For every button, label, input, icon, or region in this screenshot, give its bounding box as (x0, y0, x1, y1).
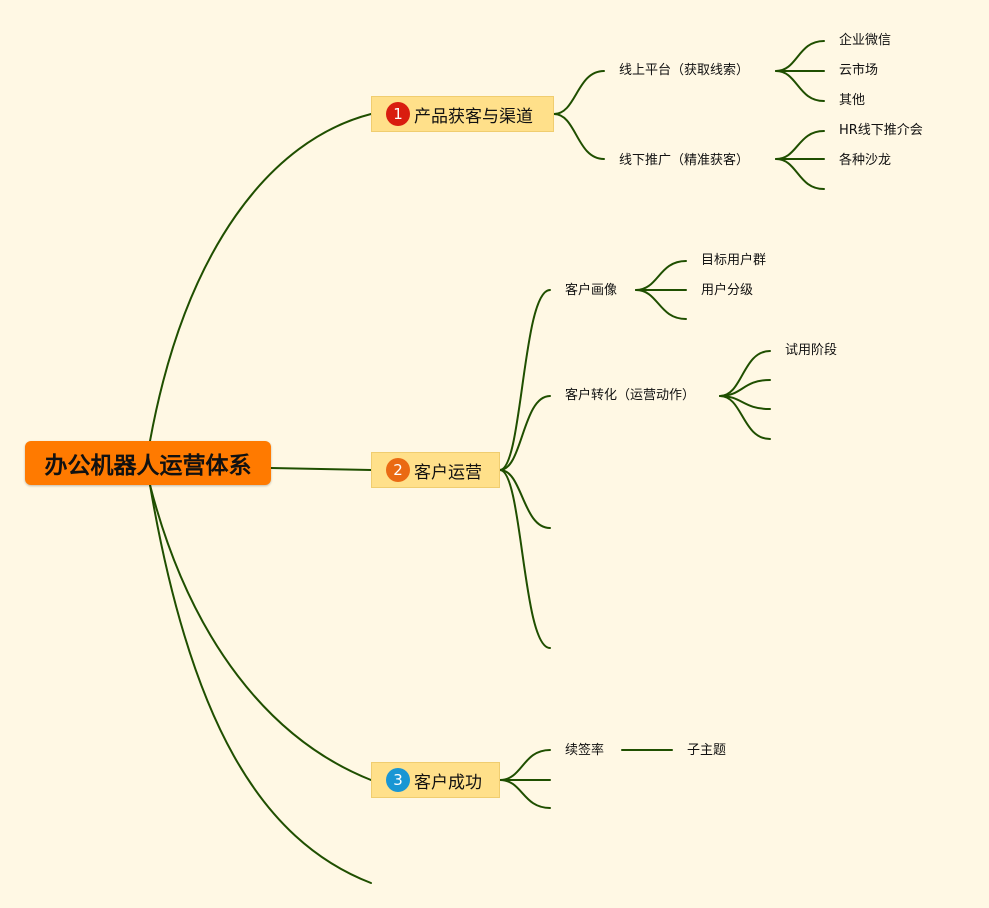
connector-root-branch3 (149, 484, 372, 781)
main-topic-label: 客户运营 (414, 462, 482, 483)
connector-branch2-sub (499, 395, 551, 471)
connector-conversion-leaf (719, 395, 771, 440)
subtopic-customer-conversion[interactable]: 客户转化（运营动作） (565, 388, 696, 403)
subtopic-online-platform[interactable]: 线上平台（获取线索） (619, 63, 750, 78)
leaf-topic[interactable]: HR线下推介会 (839, 123, 923, 138)
priority-3-icon: 3 (386, 768, 410, 792)
root-topic-label: 办公机器人运营体系 (44, 453, 252, 479)
connector-branch2-sub (499, 469, 551, 529)
main-topic-label: 客户成功 (414, 772, 482, 793)
leaf-topic[interactable]: 云市场 (839, 63, 879, 78)
connector-branch1-sub (553, 70, 605, 115)
leaf-topic[interactable]: 各种沙龙 (839, 153, 892, 168)
connector-online-leaf (775, 40, 825, 72)
connector-root-branch2 (270, 467, 372, 471)
main-topic-operations[interactable]: 2 客户运营 (371, 452, 500, 488)
connector-root-branch1 (149, 113, 372, 442)
subtopic-renewal-rate[interactable]: 续签率 (565, 743, 605, 758)
connector-offline-leaf (775, 158, 825, 190)
subtopic-offline-promotion[interactable]: 线下推广（精准获客） (619, 153, 750, 168)
main-topic-acquisition[interactable]: 1 产品获客与渠道 (371, 96, 554, 132)
connector-branch3-sub (499, 749, 551, 781)
connector-online-leaf (775, 70, 825, 102)
connector-root-branch4 (149, 484, 372, 884)
leaf-topic[interactable]: 目标用户群 (701, 253, 767, 268)
connector-conversion-leaf (719, 350, 771, 397)
connector-offline-leaf (775, 130, 825, 160)
leaf-topic[interactable]: 其他 (839, 93, 866, 108)
main-topic-label: 产品获客与渠道 (414, 106, 533, 127)
connector-branch2-sub (499, 289, 551, 471)
priority-1-icon: 1 (386, 102, 410, 126)
priority-2-icon: 2 (386, 458, 410, 482)
main-topic-success[interactable]: 3 客户成功 (371, 762, 500, 798)
connector-branch3-sub (499, 779, 551, 809)
leaf-topic[interactable]: 子主题 (687, 743, 727, 758)
root-topic[interactable]: 办公机器人运营体系 (25, 441, 271, 485)
leaf-topic[interactable]: 企业微信 (839, 33, 892, 48)
connector-profile-leaf (635, 260, 687, 291)
connector-profile-leaf (635, 289, 687, 320)
leaf-topic[interactable]: 用户分级 (701, 283, 754, 298)
subtopic-customer-profile[interactable]: 客户画像 (565, 283, 618, 298)
leaf-topic[interactable]: 试用阶段 (785, 343, 838, 358)
connector-branch1-sub (553, 113, 605, 160)
connector-branch2-sub (499, 469, 551, 649)
